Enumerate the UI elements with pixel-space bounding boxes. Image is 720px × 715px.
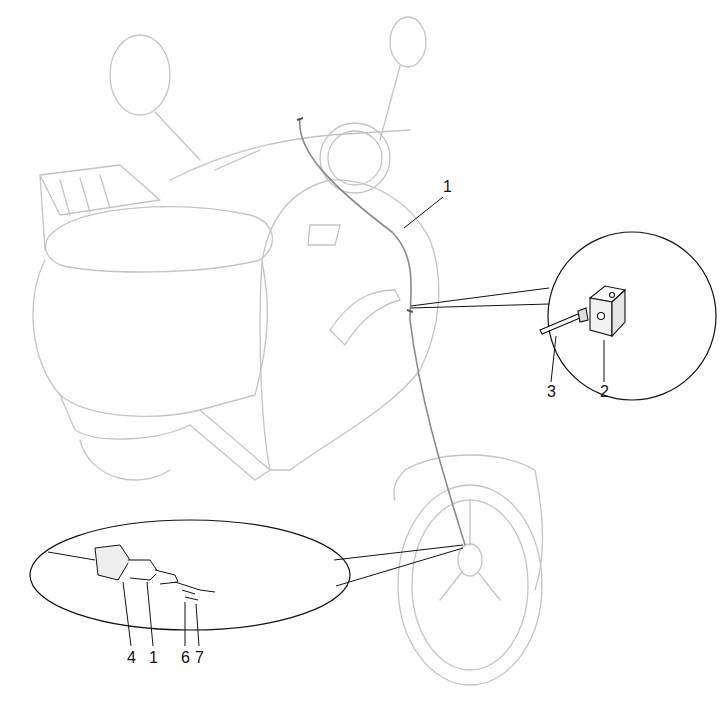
callout-number: 4 [127,650,136,666]
callout-number: 1 [149,650,158,666]
callout-number: 1 [443,179,452,195]
callout-number: 6 [181,650,190,666]
callout-number: 3 [547,384,556,400]
callout-number: 7 [195,650,204,666]
callout-number: 2 [600,384,609,400]
